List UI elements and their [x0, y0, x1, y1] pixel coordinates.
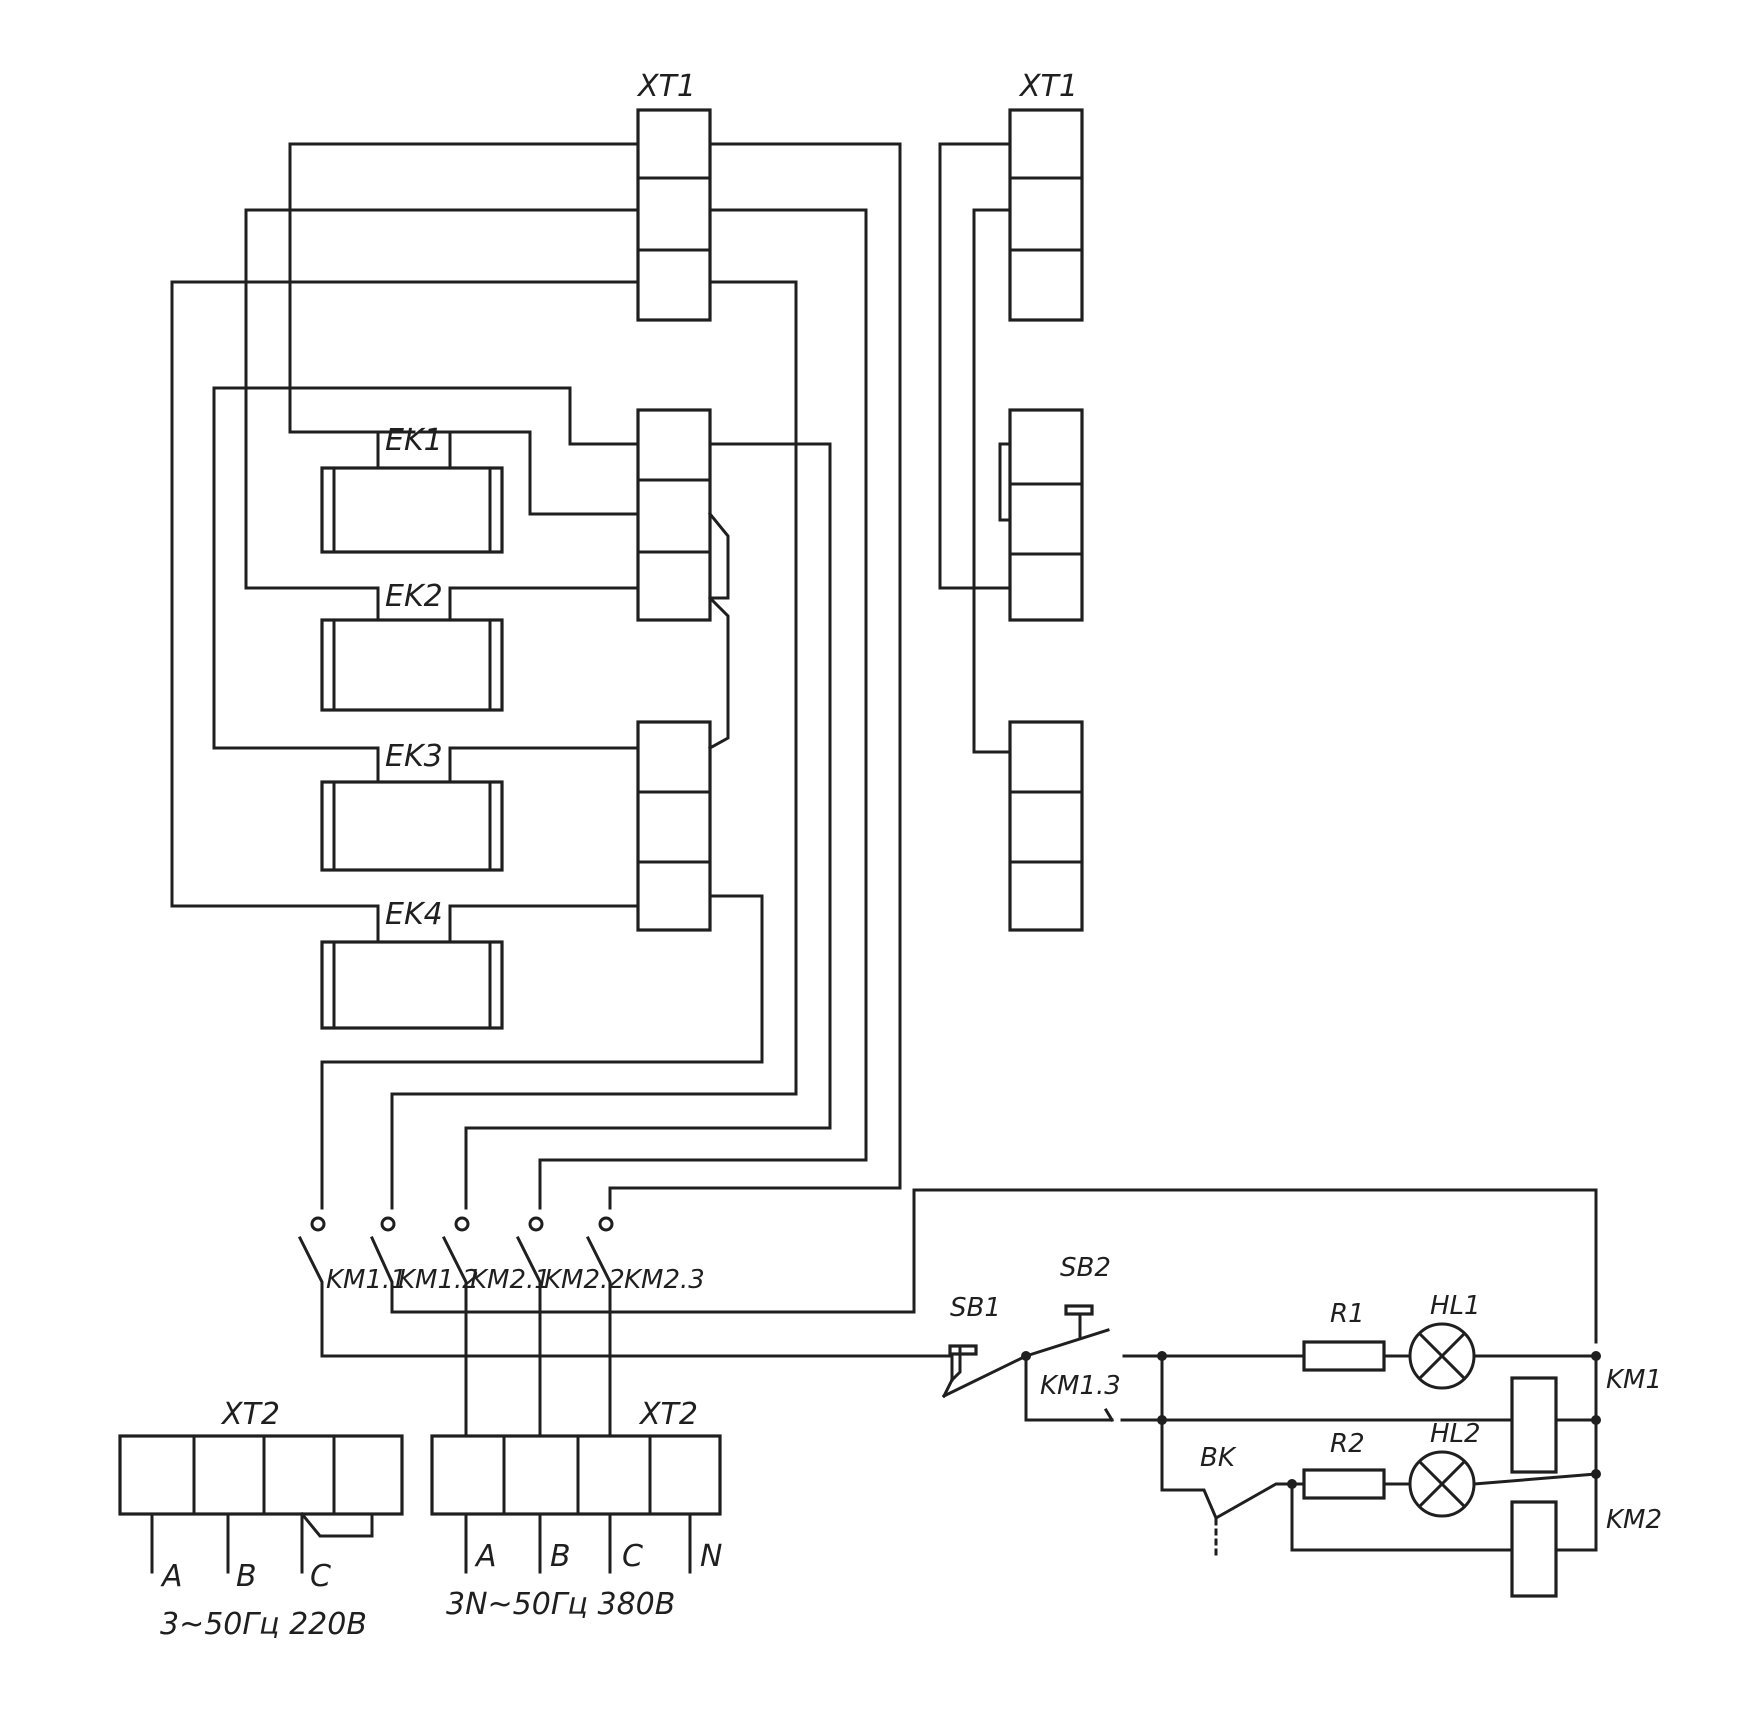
xt2-label-left: XT2 — [220, 1397, 280, 1432]
heater-ek1 — [320, 430, 504, 554]
km2-label: KM2 — [1606, 1505, 1662, 1535]
xt2-label-right: XT2 — [638, 1397, 698, 1432]
xt1-block-middle-right — [1008, 408, 1084, 622]
sb2-label: SB2 — [1060, 1253, 1111, 1283]
power-wiring — [170, 142, 1012, 1210]
ek4-label: EK4 — [385, 897, 443, 932]
hl2-label: HL2 — [1430, 1419, 1481, 1449]
xt1-label-right: XT1 — [1018, 69, 1078, 104]
heater-ek2 — [320, 586, 504, 712]
supply-380-phase-n: N — [700, 1539, 722, 1574]
xt1-label-left: XT1 — [636, 69, 696, 104]
supply-380-caption: 3N~50Гц 380В — [446, 1587, 675, 1622]
km11-label: KM1.1 — [326, 1265, 407, 1295]
heater-ek4 — [320, 904, 504, 1030]
control-circuit — [941, 1304, 1601, 1598]
r2-label: R2 — [1330, 1429, 1365, 1459]
supply-380-phase-c: C — [622, 1539, 643, 1574]
supply-220-caption: 3~50Гц 220В — [160, 1607, 367, 1642]
bk-label: BK — [1200, 1443, 1237, 1473]
km23-label: KM2.3 — [624, 1265, 705, 1295]
xt1-block-top-right — [1008, 108, 1084, 322]
supply-380-phase-b: B — [550, 1539, 571, 1574]
r1-label: R1 — [1330, 1299, 1365, 1329]
heater-ek3 — [320, 746, 504, 872]
supply-220-phase-b: B — [236, 1559, 257, 1594]
xt1-block-top-left — [636, 108, 712, 322]
km21-label: KM2.1 — [470, 1265, 551, 1295]
sb1-label: SB1 — [950, 1293, 1001, 1323]
hl1-label: HL1 — [1430, 1291, 1481, 1321]
xt2-block-right — [430, 1434, 722, 1574]
ek3-label: EK3 — [385, 739, 443, 774]
ek1-label: EK1 — [385, 423, 443, 458]
km12-label: KM1.2 — [398, 1265, 479, 1295]
supply-220-phase-c: C — [310, 1559, 331, 1594]
km1-label: KM1 — [1606, 1365, 1662, 1395]
xt1-block-bottom-right — [1008, 720, 1084, 932]
ek2-label: EK2 — [385, 579, 443, 614]
contactor-contacts — [297, 1188, 1598, 1438]
km22-label: KM2.2 — [544, 1265, 625, 1295]
supply-380-phase-a: A — [474, 1539, 497, 1574]
xt1-block-middle-left — [636, 408, 712, 622]
km13-label: KM1.3 — [1040, 1371, 1121, 1401]
supply-220-phase-a: A — [160, 1559, 183, 1594]
xt2-block-left — [118, 1434, 404, 1574]
xt1-block-bottom-left — [636, 720, 712, 932]
